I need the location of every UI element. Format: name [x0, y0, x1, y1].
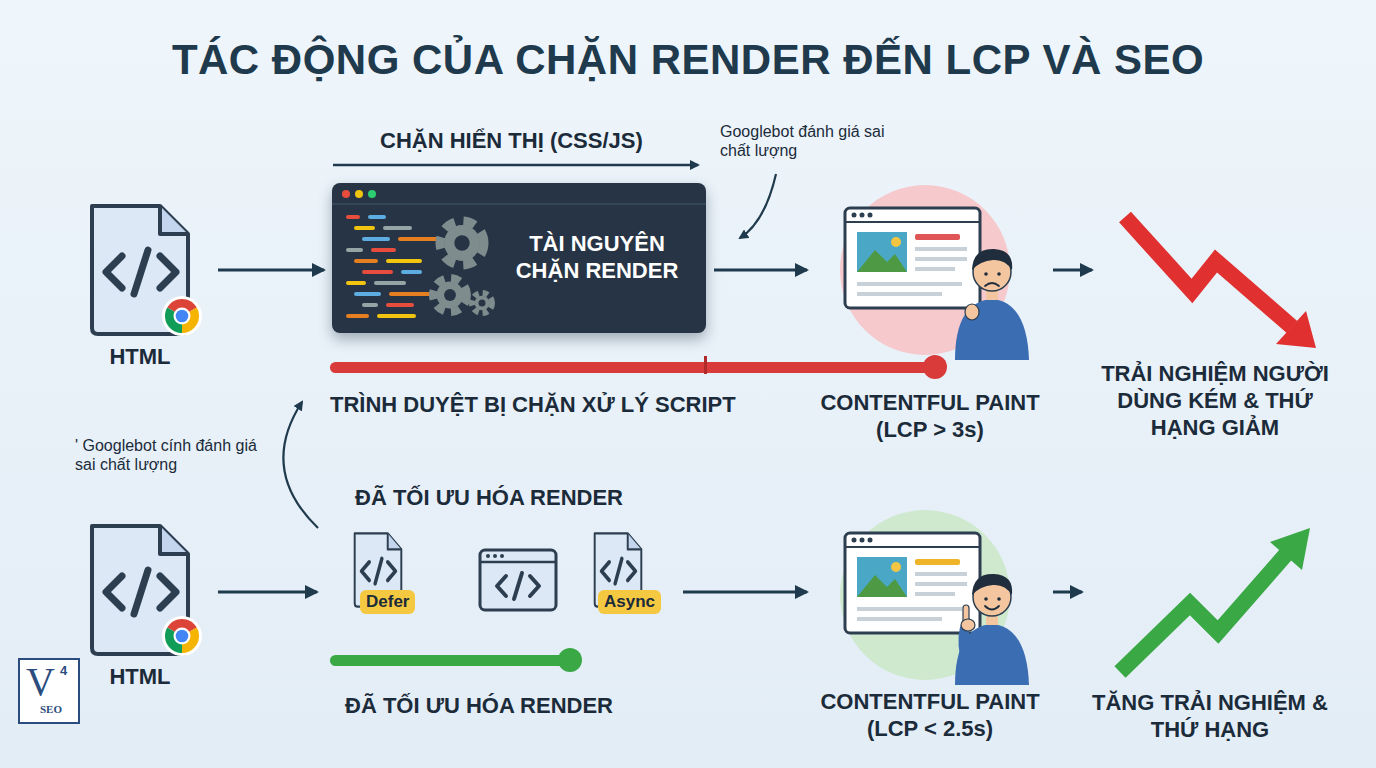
node-text: HTML: [109, 344, 170, 371]
optimized-bar: [330, 655, 575, 666]
logo-text: 4: [60, 664, 67, 677]
flow-arrow: [218, 591, 317, 594]
resource-box: TÀI NGUYÊN CHẶN RENDER: [332, 183, 706, 333]
optimized-group: ĐÃ TỐI ƯU HÓA RENDER Defer Async: [325, 485, 675, 635]
icon: [815, 180, 1045, 360]
flow-arrow: [1053, 269, 1092, 272]
node-text: CONTENTFUL PAINT (LCP < 2.5s): [815, 689, 1045, 743]
paint-result: CONTENTFUL PAINT (LCP > 3s): [815, 180, 1045, 444]
logo-text: SEO: [40, 704, 62, 715]
icon: [70, 200, 210, 340]
diagram-title: TÁC ĐỘNG CỦA CHẶN RENDER ĐẾN LCP VÀ SEO: [0, 36, 1376, 84]
icon: [478, 548, 558, 612]
icon: [815, 505, 1045, 685]
icon: [70, 520, 210, 660]
annotation: ' Googlebot cính đánh giá sai chất lượng: [75, 436, 270, 474]
icon: [1100, 205, 1330, 355]
flow-arrow: [1053, 591, 1082, 594]
flow-arrow: [714, 269, 807, 272]
script-file: Async: [568, 530, 668, 620]
flow-line: [333, 164, 698, 167]
node-text: ĐÃ TỐI ƯU HÓA RENDER: [355, 485, 623, 512]
bar-end: [923, 355, 947, 379]
node-text: TRẢI NGHIỆM NGƯỜI DÙNG KÉM & THỨ HẠNG GI…: [1100, 361, 1330, 441]
curved-arrow: [283, 402, 318, 528]
flow-arrow: [683, 591, 807, 594]
script-file: Defer: [330, 530, 425, 620]
node-text: TĂNG TRẢI NGHIỆM & THỨ HẠNG: [1090, 690, 1330, 744]
bar-tick: [704, 356, 707, 374]
annotation: ĐÃ TỐI ƯU HÓA RENDER: [345, 693, 613, 719]
annotation: TRÌNH DUYỆT BỊ CHẶN XỬ LÝ SCRIPT: [330, 392, 736, 418]
node-text: CONTENTFUL PAINT (LCP > 3s): [815, 390, 1045, 444]
annotation: Googlebot đánh giá sai chất lượng: [720, 122, 885, 160]
html-file: HTML: [70, 200, 210, 371]
node-text: HTML: [109, 664, 170, 691]
curved-arrow: [740, 174, 776, 238]
outcome: TĂNG TRẢI NGHIỆM & THỨ HẠNG: [1090, 512, 1330, 744]
logo-text: V: [26, 662, 55, 702]
html-file: HTML: [70, 520, 210, 691]
outcome: TRẢI NGHIỆM NGƯỜI DÙNG KÉM & THỨ HẠNG GI…: [1100, 205, 1330, 441]
annotation: CHẶN HIỂN THỊ (CSS/JS): [380, 128, 643, 154]
badge: Defer: [360, 590, 415, 614]
logo: V4SEO: [18, 658, 80, 724]
badge: Async: [598, 590, 661, 614]
bar-end: [558, 648, 582, 672]
paint-result: CONTENTFUL PAINT (LCP < 2.5s): [815, 505, 1045, 743]
node-text: TÀI NGUYÊN CHẶN RENDER: [497, 231, 697, 285]
flow-arrow: [218, 269, 324, 272]
icon: [1090, 512, 1330, 684]
blocking-bar: [330, 362, 940, 373]
